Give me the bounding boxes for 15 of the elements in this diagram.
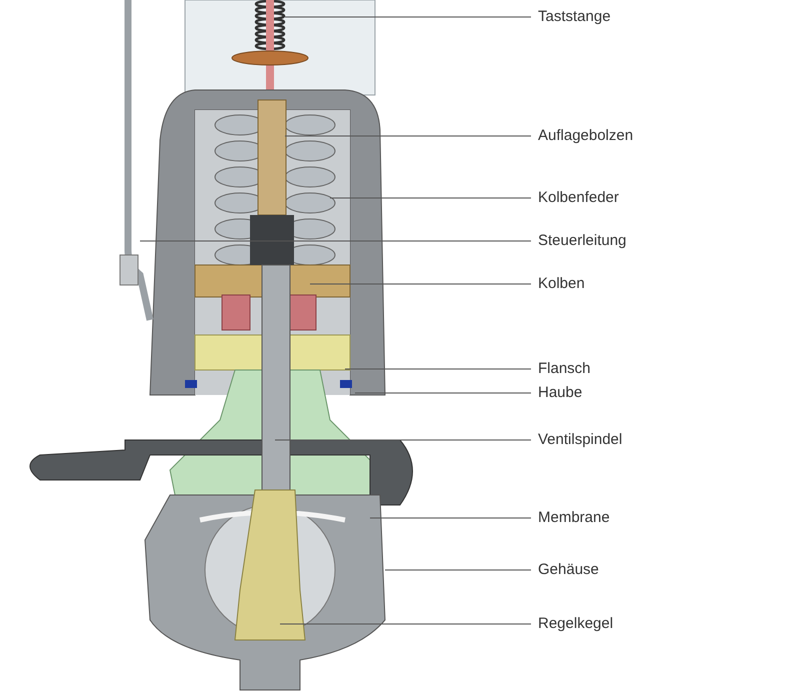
part-label: Steuerleitung bbox=[538, 232, 626, 250]
part-label: Haube bbox=[538, 384, 582, 402]
part-label: Regelkegel bbox=[538, 615, 614, 633]
part-label: Membrane bbox=[538, 509, 610, 527]
part-label: Taststange bbox=[538, 8, 611, 26]
part-label: Ventilspindel bbox=[538, 431, 622, 449]
part-label: Gehäuse bbox=[538, 561, 599, 579]
leader-line bbox=[284, 16, 532, 18]
leader-line bbox=[140, 240, 532, 242]
part-label: Kolbenfeder bbox=[538, 189, 619, 207]
part-label: Auflagebolzen bbox=[538, 127, 634, 145]
part-label: Kolben bbox=[538, 275, 585, 293]
leader-line bbox=[354, 392, 532, 394]
part-label: Flansch bbox=[538, 360, 591, 378]
leader-line bbox=[344, 368, 532, 370]
